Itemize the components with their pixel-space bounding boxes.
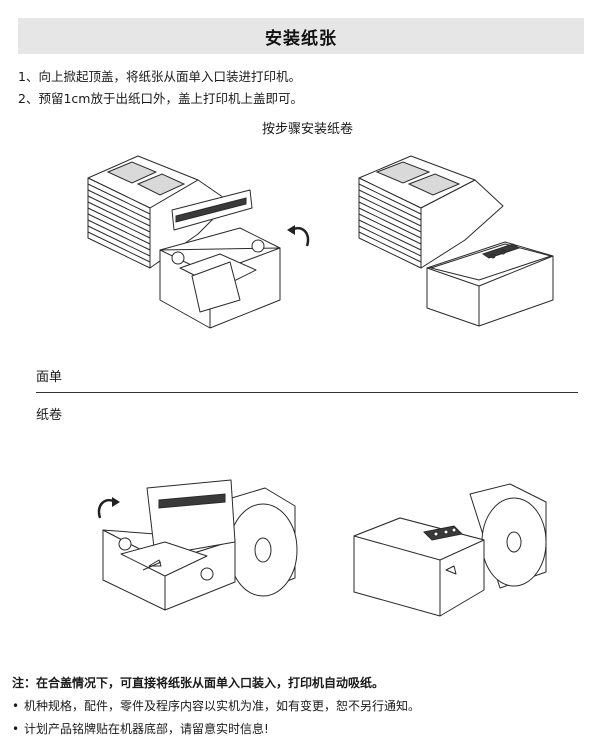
note-bullet-text: 计划产品铭牌贴在机器底部，请留意实时信息! (24, 722, 269, 736)
printer-open (159, 189, 281, 329)
page-title: 安装纸张 (265, 28, 337, 49)
paper-roll (224, 487, 298, 597)
note-text: 注：在合盖情况下，可直接将纸张从面单入口装入，打印机自动吸纸。 (12, 676, 385, 690)
printer-closed (353, 517, 485, 617)
section-subtitle: 按步骤安装纸卷 (261, 122, 353, 137)
roll-section-label: 纸卷 (36, 408, 63, 423)
printer-open (102, 479, 236, 611)
roll-closed-printer-illustration (353, 483, 547, 617)
rotate-arrow-icon (97, 497, 120, 519)
paper-roll (469, 483, 547, 589)
note-bullet-item: • 机种规格，配件，零件及程序内容以实机为准，如有变更，恕不另行通知。 (12, 695, 420, 718)
instruction-step-2: 2、预留1cm放于出纸口外，盖上打印机上盖即可。 (18, 91, 303, 106)
title-bar: 安装纸张 (18, 18, 584, 54)
note-bullet-text: 机种规格，配件，零件及程序内容以实机为准，如有变更，恕不另行通知。 (24, 699, 421, 713)
roll-open-printer-illustration (102, 479, 298, 611)
fanfold-open-printer-illustration (87, 155, 281, 329)
instructions: 1、向上掀起顶盖，将纸张从面单入口装进打印机。 2、预留1cm放于出纸口外，盖上… (18, 66, 303, 110)
bullet-symbol: • (12, 722, 20, 736)
fanfold-closed-printer-illustration (358, 155, 554, 327)
fanfold-paper-stack (358, 155, 504, 269)
fanfold-paper-stack (87, 155, 231, 269)
instruction-step-1: 1、向上掀起顶盖，将纸张从面单入口装进打印机。 (18, 69, 301, 84)
rotate-arrow-icon (287, 225, 310, 247)
notes-section: 注：在合盖情况下，可直接将纸张从面单入口装入，打印机自动吸纸。 • 机种规格，配… (12, 672, 420, 741)
bullet-symbol: • (12, 699, 20, 713)
note-bullet-item: • 计划产品铭牌贴在机器底部，请留意实时信息! (12, 718, 420, 741)
printer-closed (426, 241, 554, 327)
fanfold-section-label: 面单 (36, 370, 63, 385)
section-divider (36, 392, 578, 393)
